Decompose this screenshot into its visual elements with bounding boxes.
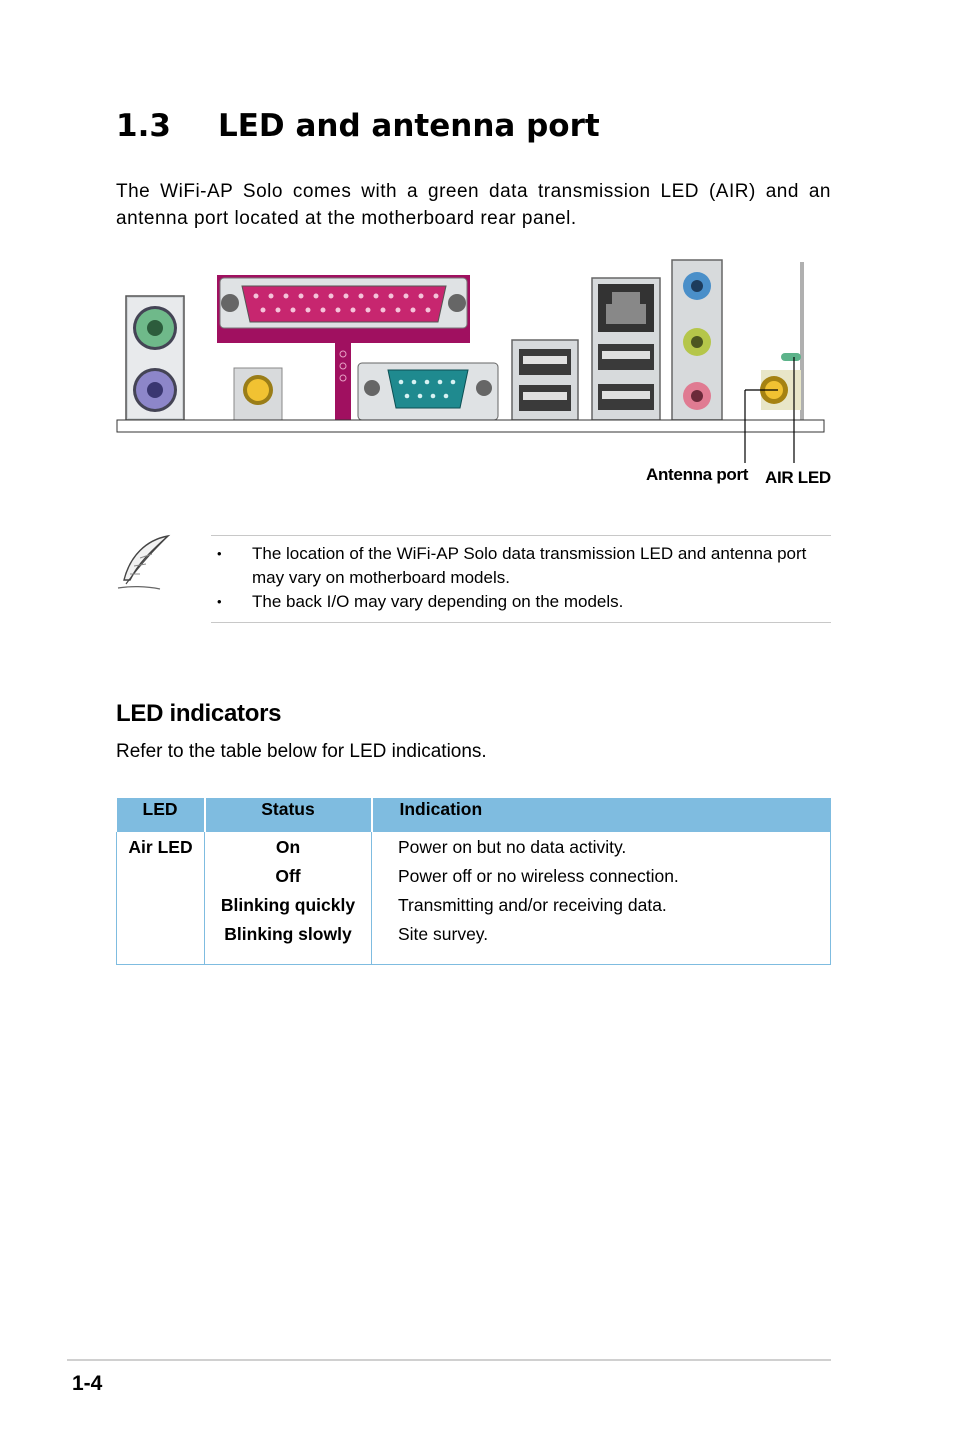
callout-lines	[744, 438, 795, 463]
feather-icon	[116, 534, 174, 599]
status-blinking-quickly: Blinking quickly	[220, 895, 356, 915]
table-intro: Refer to the table below for LED indicat…	[116, 741, 487, 762]
footer-rule	[67, 1359, 831, 1361]
note-list: The location of the WiFi-AP Solo data tr…	[211, 536, 831, 614]
section-title: LED and antenna port	[218, 108, 600, 144]
status-cell: On Off Blinking quickly Blinking slowly	[204, 832, 372, 965]
status-off: Off	[275, 866, 301, 886]
lan-usb-stack-icon	[591, 277, 661, 421]
coaxial-port-icon	[233, 367, 283, 421]
led-table: LED Status Indication Air LED On Off Bli…	[116, 798, 831, 965]
note-item: The location of the WiFi-AP Solo data tr…	[211, 542, 831, 590]
section-heading: 1.3 LED and antenna port	[116, 108, 600, 144]
table-header-row: LED Status Indication	[116, 798, 831, 832]
led-name: Air LED	[128, 837, 193, 857]
serial-port-icon	[357, 362, 499, 421]
ps2-ports-icon	[125, 295, 185, 421]
led-indicators-heading: LED indicators	[116, 700, 282, 727]
column-header-indication: Indication	[371, 798, 831, 832]
table-row: Air LED On Off Blinking quickly Blinking…	[116, 832, 831, 965]
indication-blinking-quickly: Transmitting and/or receiving data.	[398, 895, 667, 915]
column-header-status: Status	[204, 798, 373, 832]
indication-on: Power on but no data activity.	[398, 837, 627, 857]
rear-panel-illustration	[116, 259, 825, 463]
parallel-port-icon	[217, 275, 470, 420]
antenna-port-label: Antenna port	[646, 465, 749, 484]
rear-panel-diagram	[116, 258, 832, 463]
note-block: The location of the WiFi-AP Solo data tr…	[211, 535, 831, 623]
column-header-led: LED	[116, 798, 206, 832]
section-number: 1.3	[116, 108, 171, 144]
note-item: The back I/O may vary depending on the m…	[211, 590, 831, 614]
indication-off: Power off or no wireless connection.	[398, 866, 679, 886]
audio-jacks-icon	[671, 259, 723, 421]
air-led-icon	[781, 353, 801, 361]
status-blinking-slowly: Blinking slowly	[224, 924, 352, 944]
air-led-label: AIR LED	[765, 468, 831, 487]
indication-cell: Power on but no data activity. Power off…	[371, 832, 831, 965]
page-number: 1-4	[72, 1372, 103, 1395]
indication-blinking-slowly: Site survey.	[398, 924, 489, 944]
usb-ports-icon	[511, 339, 579, 421]
intro-paragraph: The WiFi-AP Solo comes with a green data…	[116, 181, 831, 229]
status-on: On	[275, 837, 301, 857]
led-cell: Air LED	[116, 832, 205, 965]
